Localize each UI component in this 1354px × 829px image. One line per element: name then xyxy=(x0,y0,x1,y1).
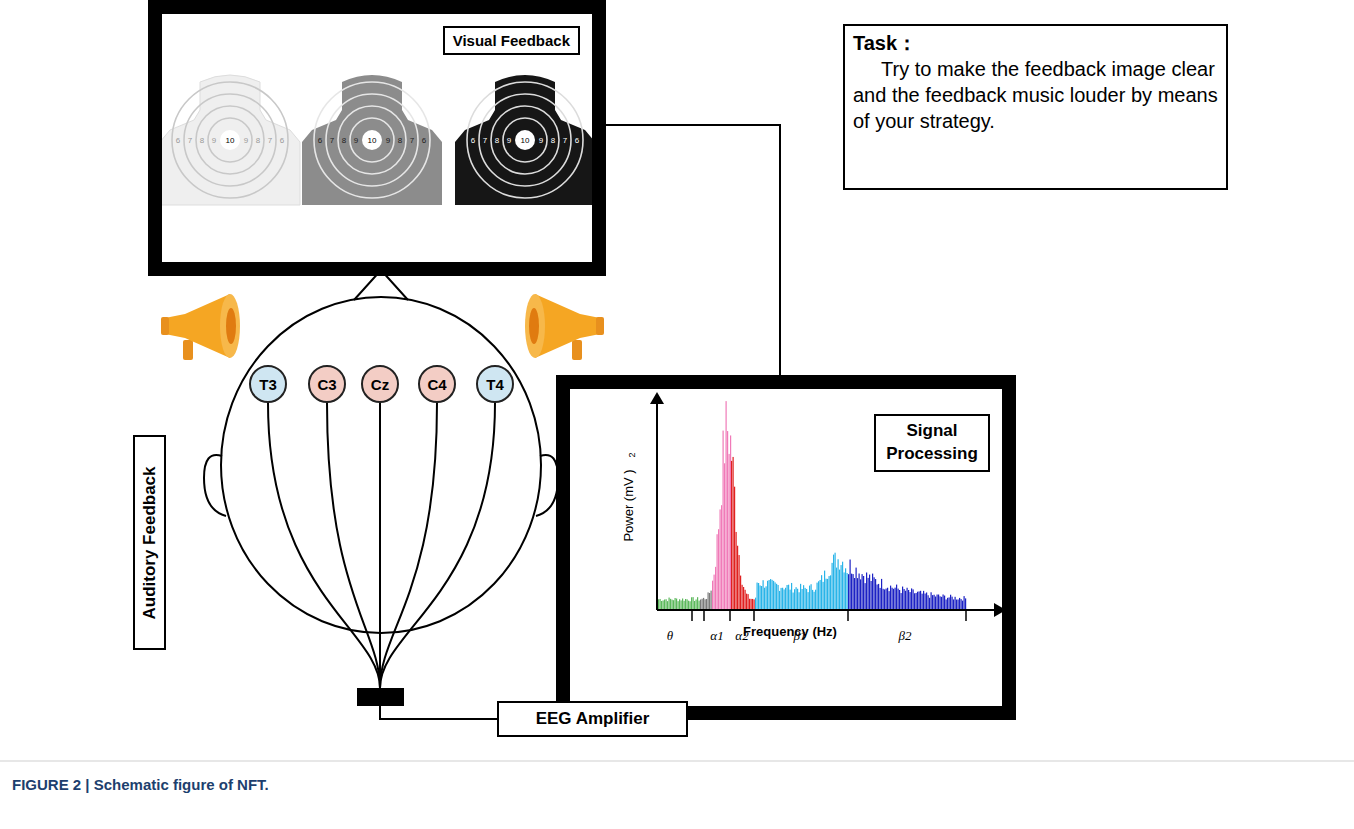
node-text: Task： xyxy=(845,26,1226,56)
axis-label: β2 xyxy=(899,628,912,644)
caption-rule xyxy=(0,761,1354,762)
target-number: 7 xyxy=(410,136,414,145)
target-number: 10 xyxy=(368,136,377,145)
electrode-circle: Cz xyxy=(361,365,399,403)
speaker-icon xyxy=(161,294,240,360)
target-number: 7 xyxy=(268,136,272,145)
connector-line xyxy=(268,403,497,719)
target-number: 10 xyxy=(521,136,530,145)
node-text: Visual Feedback xyxy=(443,26,580,55)
target-number: 8 xyxy=(398,136,402,145)
target-number: 9 xyxy=(354,136,358,145)
target-number: 6 xyxy=(422,136,426,145)
monitor-frame: Visual Feedback xyxy=(148,0,606,276)
target-number: 6 xyxy=(471,136,475,145)
connector-line xyxy=(327,403,497,719)
electrode-circle: C4 xyxy=(418,365,456,403)
target-number: 6 xyxy=(318,136,322,145)
target-number: 7 xyxy=(188,136,192,145)
speaker-icon xyxy=(525,294,604,360)
connector-line xyxy=(380,403,497,719)
electrode-circle: C3 xyxy=(308,365,346,403)
text-box: Task：Try to make the feedback image clea… xyxy=(843,24,1228,190)
monitor-frame: Signal Processing xyxy=(556,375,1016,720)
node-text: C4 xyxy=(427,377,446,392)
electrode-circle: T3 xyxy=(249,365,287,403)
axis-label: 2 xyxy=(627,452,637,457)
target-number: 10 xyxy=(226,136,235,145)
target-grey xyxy=(302,75,442,205)
target-number: 8 xyxy=(551,136,555,145)
axis-label: Frequency (Hz) xyxy=(743,624,837,639)
target-number: 7 xyxy=(330,136,334,145)
target-number: 8 xyxy=(200,136,204,145)
target-number: 6 xyxy=(575,136,579,145)
node-text: Cz xyxy=(371,377,389,392)
axis-label: α1 xyxy=(710,628,723,644)
node-text: C3 xyxy=(317,377,336,392)
target-number: 9 xyxy=(386,136,390,145)
target-number: 9 xyxy=(539,136,543,145)
target-number: 8 xyxy=(495,136,499,145)
target-number: 8 xyxy=(342,136,346,145)
node-text: Try to make the feedback image clear and… xyxy=(845,56,1226,140)
connector-line xyxy=(380,403,497,719)
target-number: 7 xyxy=(563,136,567,145)
node-text: T3 xyxy=(259,377,277,392)
axis-label: Power (mV ) xyxy=(620,469,635,541)
target-number: 9 xyxy=(244,136,248,145)
target-number: 6 xyxy=(280,136,284,145)
node-text: Signal Processing xyxy=(874,414,990,472)
text-box: EEG Amplifier xyxy=(497,701,688,737)
target-dark xyxy=(455,75,595,205)
axis-label: θ xyxy=(667,628,673,644)
text-box: Auditory Feedback xyxy=(133,435,166,650)
electrode-circle: T4 xyxy=(476,365,514,403)
target-number: 9 xyxy=(507,136,511,145)
target-number: 6 xyxy=(176,136,180,145)
target-number: 8 xyxy=(256,136,260,145)
connector-line xyxy=(606,125,780,375)
target-number: 9 xyxy=(212,136,216,145)
node-text: EEG Amplifier xyxy=(499,703,686,735)
figure-caption: FIGURE 2 | Schematic figure of NFT. xyxy=(12,776,269,793)
connector-line xyxy=(380,403,497,719)
target-faded xyxy=(160,75,300,205)
chart-axes xyxy=(650,392,1006,621)
target-number: 7 xyxy=(483,136,487,145)
node-text: Auditory Feedback xyxy=(140,466,160,619)
axis-label: β1 xyxy=(794,628,807,644)
node-text: T4 xyxy=(486,377,504,392)
